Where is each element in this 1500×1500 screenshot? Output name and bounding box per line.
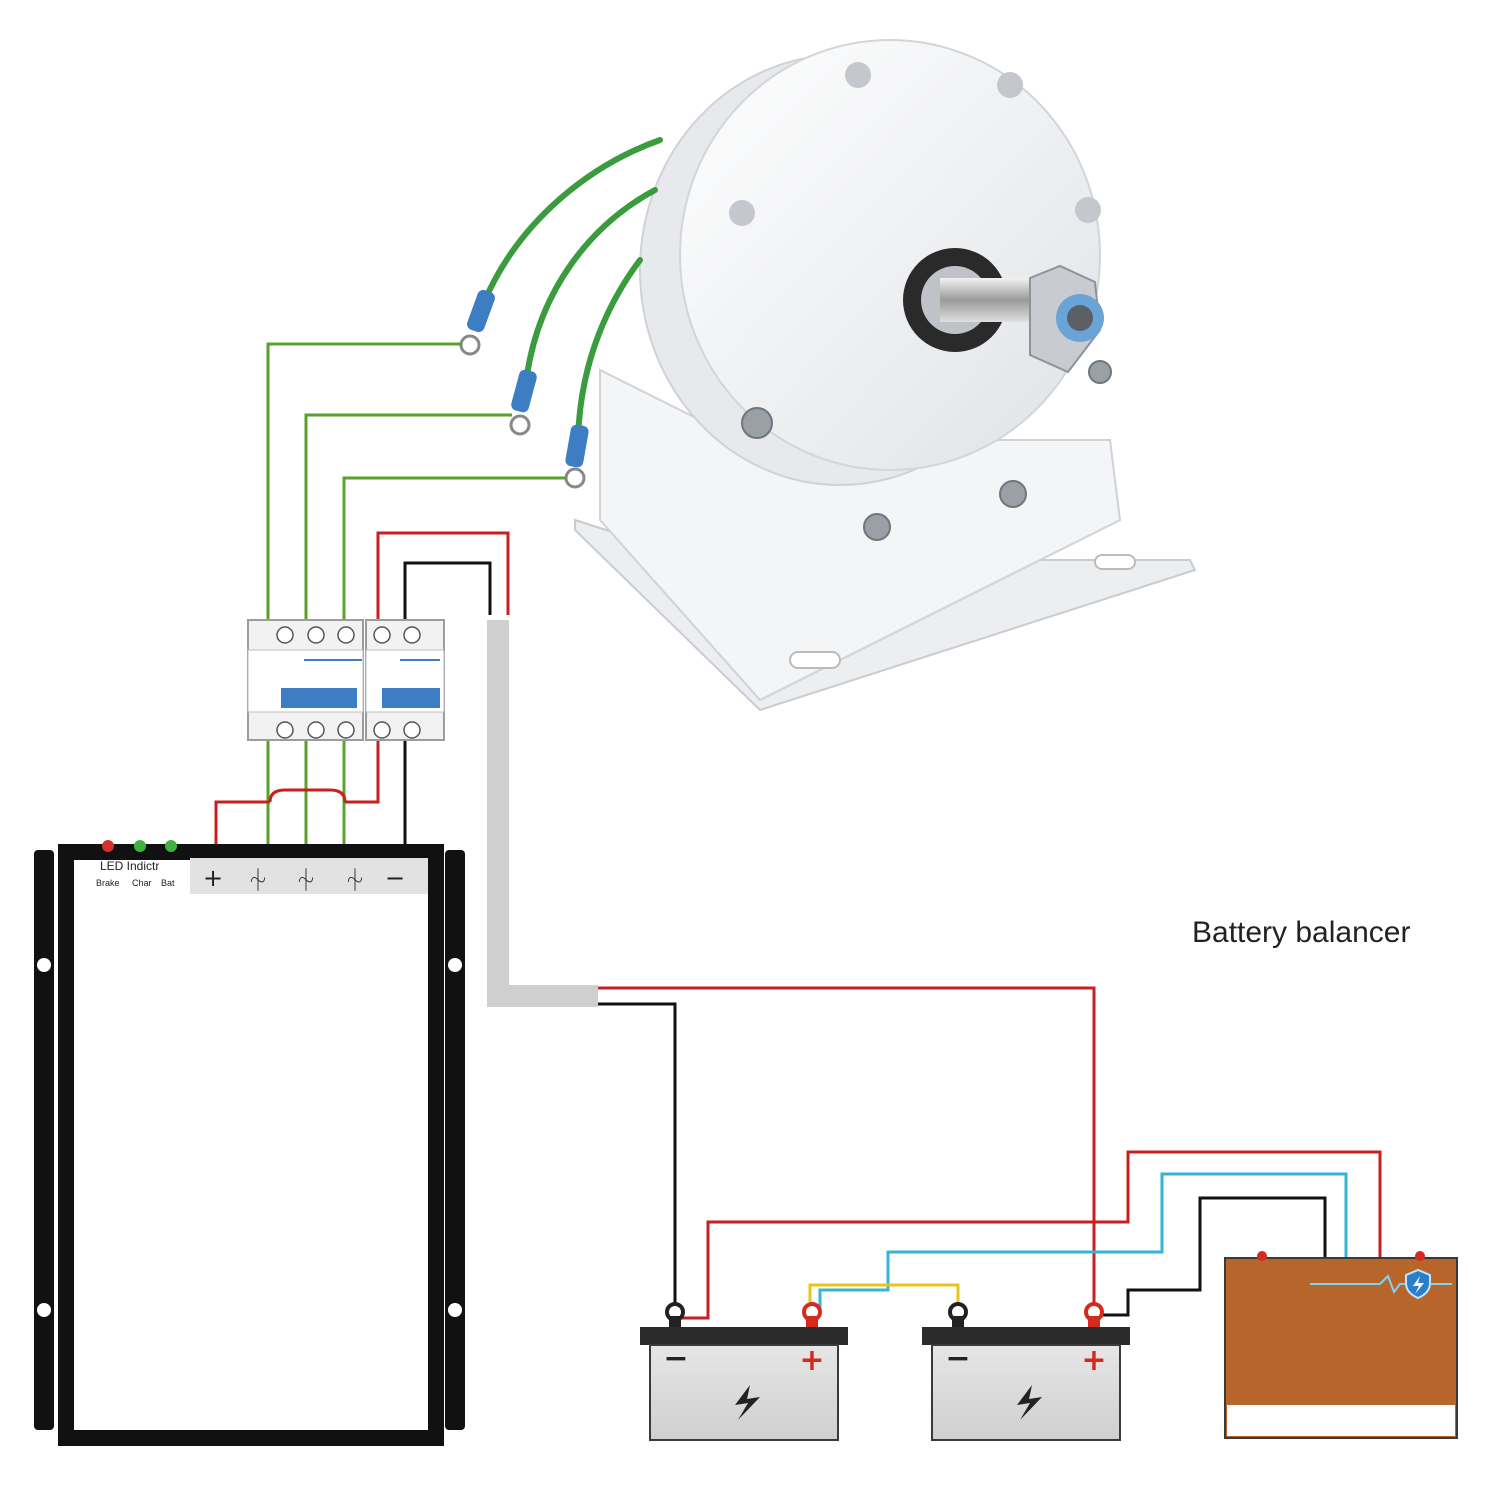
breaker-icon <box>247 619 445 741</box>
charge-controller <box>34 840 465 1446</box>
sheathed-cable <box>487 620 598 1007</box>
lightning-bolt-icon <box>1017 1385 1042 1420</box>
battery-2 <box>922 1302 1130 1441</box>
terminal-positive: + <box>203 864 223 892</box>
phase-wires <box>266 342 566 855</box>
led-label-bat: Bat <box>161 878 175 888</box>
generator-leads <box>482 137 663 443</box>
battery-balancer <box>1224 1251 1458 1439</box>
battery-1-positive: + <box>799 1343 824 1378</box>
led-label-brake: Brake <box>96 878 120 888</box>
terminal-phase-3: ⏆ <box>344 868 366 894</box>
battery-2-negative: − <box>945 1341 970 1376</box>
wind-generator-icon <box>574 39 1197 712</box>
terminal-phase-1: ⏆ <box>247 868 269 894</box>
negative-wires <box>403 561 1327 1317</box>
ring-terminals <box>459 289 589 489</box>
battery-1 <box>640 1302 848 1441</box>
terminal-negative: − <box>385 864 405 892</box>
balance-wires <box>808 1172 1348 1312</box>
terminal-phase-2: ⏆ <box>295 868 317 894</box>
battery-balancer-label: Battery balancer <box>1192 916 1410 949</box>
battery-1-negative: − <box>663 1341 688 1376</box>
led-label-char: Char <box>132 878 152 888</box>
led-indicator-title: LED Indictr <box>100 859 159 873</box>
lightning-bolt-icon <box>735 1385 760 1420</box>
positive-wires <box>214 531 1382 1320</box>
battery-2-positive: + <box>1081 1343 1106 1378</box>
